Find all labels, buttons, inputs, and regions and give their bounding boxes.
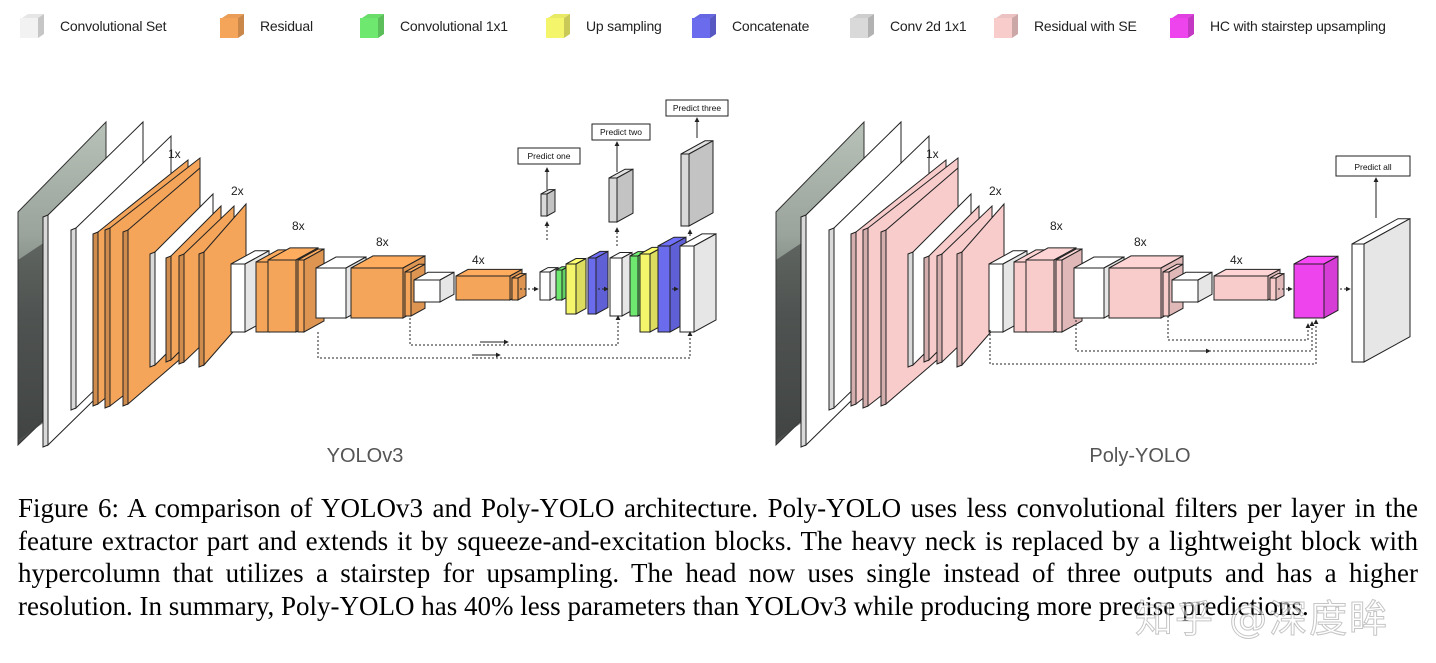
legend-swatch-conv-2d-1x1 bbox=[848, 12, 876, 40]
legend-cube-2 bbox=[360, 14, 384, 38]
yolov3-diagram: 1x 2x 8x 8x 4x Predict one Predict two Predict … bbox=[17, 99, 729, 448]
legend-swatch-convolutional-1x1 bbox=[358, 12, 386, 40]
legend-label: Residual bbox=[260, 18, 313, 34]
repeat-label-2: 2x bbox=[231, 184, 244, 198]
legend-cube-4 bbox=[692, 14, 716, 38]
legend-label: Convolutional Set bbox=[60, 18, 167, 34]
legend-cube-6 bbox=[994, 14, 1018, 38]
predict-one-label: Predict one bbox=[528, 151, 571, 161]
residual-5b bbox=[1269, 272, 1285, 301]
legend-cube-7 bbox=[1170, 14, 1194, 38]
head2-conv2d bbox=[608, 168, 634, 223]
poly-output-layer bbox=[1351, 217, 1411, 363]
legend-label: Conv 2d 1x1 bbox=[890, 18, 967, 34]
repeat-label-3: 8x bbox=[292, 219, 305, 233]
predict-two-label: Predict two bbox=[600, 127, 642, 137]
repeat-label-1: 1x bbox=[168, 147, 181, 161]
predict-one-box: Predict one bbox=[517, 147, 581, 165]
yolov3-title: YOLOv3 bbox=[327, 445, 404, 467]
polyyolo-diagram: 1x 2x 8x 8x 4x Predict all bbox=[775, 120, 1411, 448]
legend-label: Up sampling bbox=[586, 18, 662, 34]
head1-upsample bbox=[565, 257, 587, 315]
legend-item-convolutional-set: Convolutional Set bbox=[18, 8, 167, 44]
figure-caption: Figure 6: A comparison of YOLOv3 and Pol… bbox=[18, 492, 1418, 622]
watermark: 知乎 @深度眸 bbox=[1134, 597, 1390, 642]
head1-conv2d bbox=[540, 188, 556, 217]
legend-label: HC with stairstep upsampling bbox=[1210, 18, 1386, 34]
head3-conv2d bbox=[680, 139, 714, 227]
legend-cube-1 bbox=[220, 14, 244, 38]
predict-three-label: Predict three bbox=[673, 103, 721, 113]
legend-item-residual: Residual bbox=[218, 8, 313, 44]
repeat-label-1: 1x bbox=[926, 147, 939, 161]
legend-item-conv-2d-1x1: Conv 2d 1x1 bbox=[848, 8, 967, 44]
repeat-label-4: 8x bbox=[1134, 235, 1147, 249]
legend-swatch-residual-with-se bbox=[992, 12, 1020, 40]
conv-set-5 bbox=[1171, 271, 1213, 303]
predict-three-box: Predict three bbox=[665, 99, 729, 117]
legend-label: Convolutional 1x1 bbox=[400, 18, 508, 34]
residual-5b bbox=[511, 272, 527, 301]
skip-connection-2 bbox=[409, 315, 621, 346]
repeat-label-5: 4x bbox=[1230, 253, 1243, 267]
caption-text: Figure 6: A comparison of YOLOv3 and Pol… bbox=[18, 493, 1418, 621]
repeat-label-5: 4x bbox=[472, 253, 485, 267]
legend-item-convolutional-1x1: Convolutional 1x1 bbox=[358, 8, 508, 44]
legend-swatch-up-sampling bbox=[544, 12, 572, 40]
poly-skip-3 bbox=[1167, 316, 1311, 341]
legend-swatch-concatenate bbox=[690, 12, 718, 40]
legend-cube-3 bbox=[546, 14, 570, 38]
hc-stairstep-block bbox=[1293, 255, 1339, 319]
predict-all-label: Predict all bbox=[1354, 162, 1391, 172]
legend-cube-5 bbox=[850, 14, 874, 38]
legend-swatch-hc-stairstep bbox=[1168, 12, 1196, 40]
predict-all-box: Predict all bbox=[1335, 155, 1411, 177]
legend: Convolutional Set Residual Convolutional… bbox=[18, 8, 1418, 44]
poly-skip-1 bbox=[989, 319, 1319, 365]
repeat-label-2: 2x bbox=[989, 184, 1002, 198]
poly-skip-2 bbox=[1075, 320, 1315, 352]
repeat-label-4: 8x bbox=[376, 235, 389, 249]
polyyolo-title: Poly-YOLO bbox=[1089, 445, 1190, 467]
head1-concat bbox=[587, 250, 609, 315]
legend-label: Concatenate bbox=[732, 18, 810, 34]
legend-item-up-sampling: Up sampling bbox=[544, 8, 662, 44]
legend-label: Residual with SE bbox=[1034, 18, 1137, 34]
head3-conv-set bbox=[679, 233, 717, 333]
legend-item-residual-with-se: Residual with SE bbox=[992, 8, 1137, 44]
predict-two-box: Predict two bbox=[591, 123, 651, 141]
repeat-label-3: 8x bbox=[1050, 219, 1063, 233]
legend-item-hc-stairstep: HC with stairstep upsampling bbox=[1168, 8, 1386, 44]
legend-swatch-residual bbox=[218, 12, 246, 40]
head2-conv-set bbox=[609, 251, 633, 317]
legend-item-concatenate: Concatenate bbox=[690, 8, 809, 44]
skip-connection-1 bbox=[317, 331, 693, 359]
legend-swatch-convolutional-set bbox=[18, 12, 46, 40]
conv-set-5 bbox=[413, 271, 455, 303]
head1-conv-set bbox=[539, 266, 559, 301]
legend-cube-0 bbox=[20, 14, 44, 38]
